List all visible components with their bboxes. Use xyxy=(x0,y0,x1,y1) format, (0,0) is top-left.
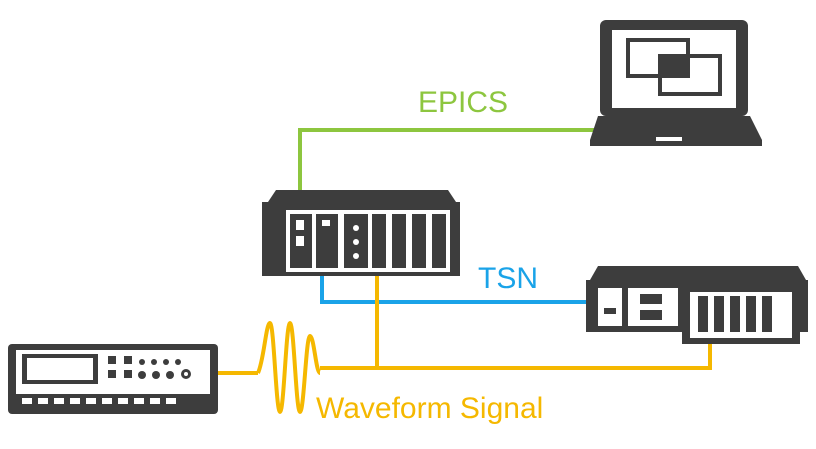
signal-generator-icon xyxy=(8,344,218,414)
epics-label: EPICS xyxy=(418,86,508,119)
waveform-signal-label: Waveform Signal xyxy=(316,392,543,425)
remote-chassis-icon xyxy=(586,266,808,344)
crate-chassis-icon xyxy=(262,190,460,276)
laptop-icon xyxy=(590,20,762,146)
tsn-label: TSN xyxy=(478,262,538,295)
waveform-sine xyxy=(256,320,322,415)
epics-link xyxy=(298,128,603,218)
